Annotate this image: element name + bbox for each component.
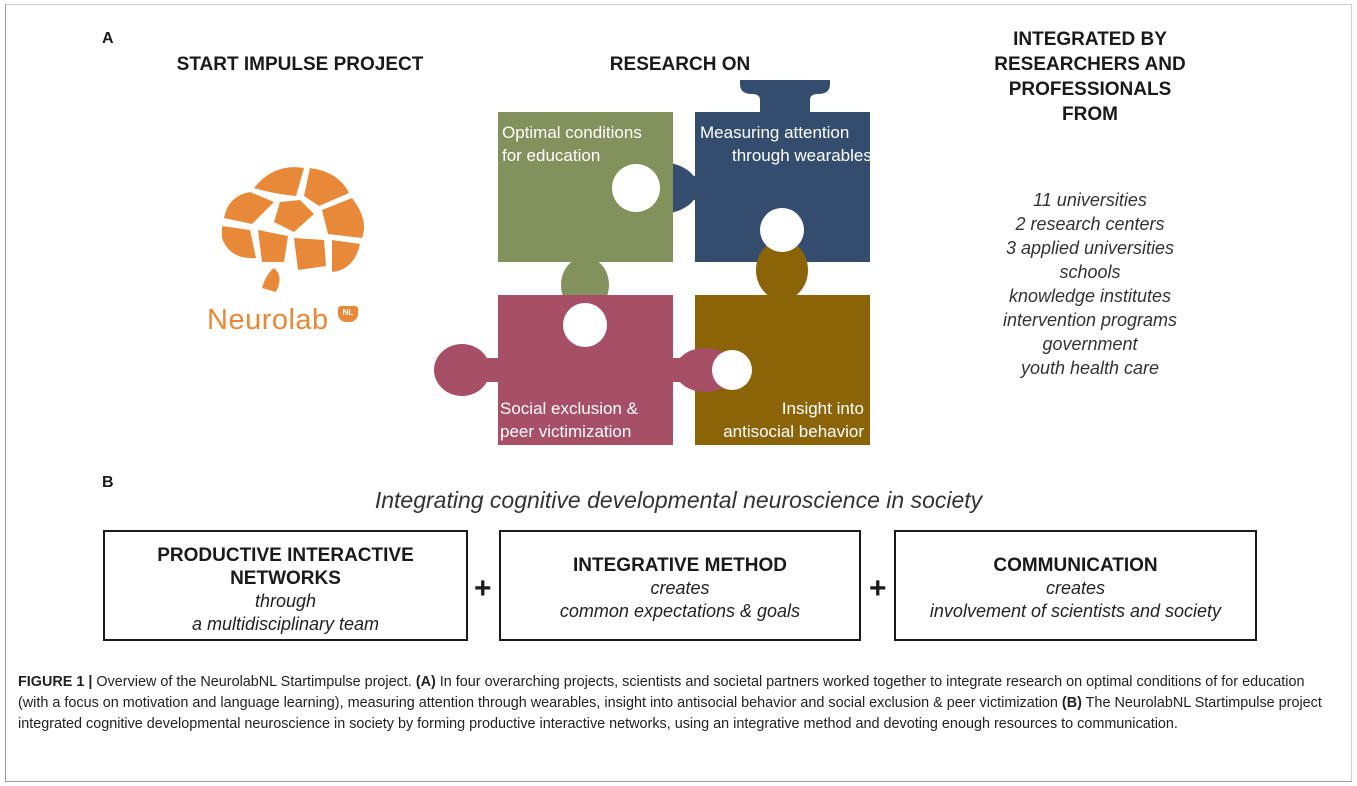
- caption-intro: Overview of the NeurolabNL Startimpulse …: [92, 674, 416, 690]
- neurolab-logo-text: Neurolab: [207, 304, 329, 336]
- puzzle-label-line: peer victimization: [500, 422, 632, 441]
- box-title: INTEGRATIVE METHOD: [573, 555, 787, 576]
- puzzle-label-line: Measuring attention: [700, 123, 850, 142]
- box-line: involvement of scientists and society: [929, 601, 1222, 621]
- integrated-by-line: PROFESSIONALS: [1008, 79, 1172, 100]
- research-puzzle: [434, 80, 870, 445]
- caption-b-text: The NeurolabNL Startimpulse project inte…: [18, 695, 1322, 732]
- puzzle-label-social-exclusion: Social exclusion & peer victimization: [500, 397, 638, 443]
- panel-a-label: A: [102, 30, 114, 47]
- partner-item: schools: [1059, 262, 1121, 282]
- integrated-by-line: FROM: [1062, 104, 1118, 125]
- caption-a-label: (A): [415, 674, 436, 690]
- figure-frame: [5, 4, 1352, 782]
- puzzle-piece-top-left: [498, 112, 673, 313]
- panel-b-subtitle: Integrating cognitive developmental neur…: [374, 487, 983, 513]
- box-line: creates: [650, 578, 710, 598]
- puzzle-label-line: antisocial behavior: [723, 422, 864, 441]
- partner-item: 2 research centers: [1015, 214, 1165, 234]
- integrated-by-line: INTEGRATED BY: [1013, 29, 1167, 50]
- plus-sign: +: [474, 572, 492, 605]
- integrated-by-heading: INTEGRATED BY RESEARCHERS AND PROFESSION…: [960, 27, 1220, 127]
- research-on-heading: RESEARCH ON: [609, 54, 751, 75]
- caption-b-label: (B): [1061, 695, 1082, 711]
- puzzle-label-line: through wearables: [732, 146, 872, 165]
- box-line: through: [254, 591, 317, 611]
- puzzle-piece-bottom-left: [434, 295, 752, 445]
- partner-item: government: [1042, 334, 1138, 354]
- neurolab-brain-icon: [222, 167, 365, 292]
- puzzle-label-line: Insight into: [781, 399, 864, 418]
- box-line: a multidisciplinary team: [191, 614, 380, 634]
- start-impulse-heading: START IMPULSE PROJECT: [176, 54, 424, 75]
- box-productive-networks: PRODUCTIVE INTERACTIVE NETWORKS through …: [103, 530, 468, 641]
- plus-sign: +: [869, 572, 887, 605]
- box-communication: COMMUNICATION creates involvement of sci…: [894, 530, 1257, 641]
- puzzle-label-line: Optimal conditions: [502, 123, 642, 142]
- panel-b-label: B: [102, 474, 114, 491]
- caption-label: FIGURE 1 |: [18, 674, 93, 690]
- partner-item: intervention programs: [1002, 310, 1178, 330]
- box-title: COMMUNICATION: [993, 555, 1158, 576]
- partner-item: youth health care: [1020, 358, 1160, 378]
- puzzle-label-line: Social exclusion &: [500, 399, 638, 418]
- box-integrative-method: INTEGRATIVE METHOD creates common expect…: [499, 530, 861, 641]
- box-line: creates: [1045, 578, 1106, 598]
- puzzle-label-antisocial-behavior: Insight into antisocial behavior: [700, 397, 864, 443]
- puzzle-label-optimal-conditions: Optimal conditions for education: [502, 121, 642, 167]
- figure-caption: FIGURE 1 | Overview of the NeurolabNL St…: [18, 672, 1338, 735]
- caption-a-text: In four overarching projects, scientists…: [18, 674, 1305, 711]
- puzzle-label-measuring-attention: Measuring attention through wearables: [700, 121, 872, 167]
- box-line: common expectations & goals: [559, 601, 801, 621]
- partner-item: 3 applied universities: [1005, 238, 1175, 258]
- integrated-by-line: RESEARCHERS AND: [994, 54, 1186, 75]
- partner-item: 11 universities: [1033, 190, 1147, 210]
- puzzle-label-line: for education: [502, 146, 601, 165]
- box-title: PRODUCTIVE INTERACTIVE: [157, 545, 414, 566]
- partner-item: knowledge institutes: [1008, 286, 1172, 306]
- neurolab-logo-badge: NL: [338, 306, 358, 322]
- partner-list: 11 universities 2 research centers 3 app…: [960, 188, 1220, 380]
- box-title: NETWORKS: [230, 568, 341, 589]
